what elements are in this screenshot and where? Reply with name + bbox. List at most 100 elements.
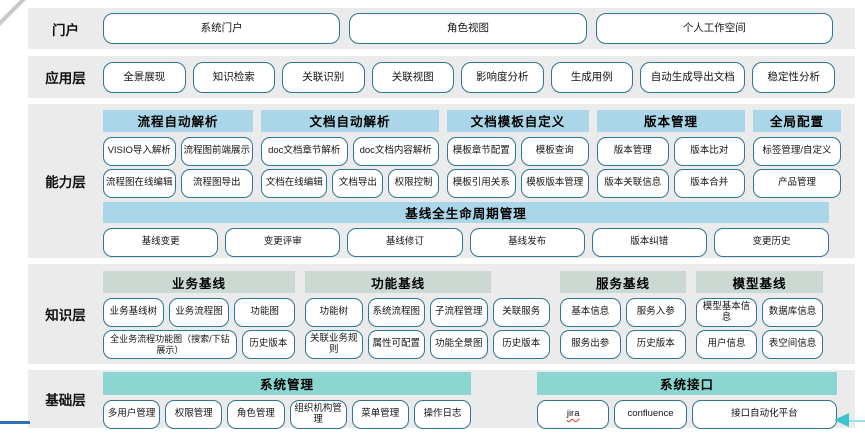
module-box: doc文档章节解析 bbox=[261, 136, 348, 166]
module-row: 全景展现知识检索关联识别关联视图影响度分析生成用例自动生成导出文档稳定性分析 bbox=[103, 61, 841, 93]
group: 版本管理版本管理版本比对版本关联信息版本合并 bbox=[597, 109, 745, 198]
module-box: 基线修订 bbox=[347, 227, 463, 257]
layer-band-application: 应用层 全景展现知识检索关联识别关联视图影响度分析生成用例自动生成导出文档稳定性分… bbox=[28, 56, 855, 98]
module-row: 基线变更变更评审基线修订基线发布版本纠错变更历史 bbox=[103, 227, 830, 257]
module-box: 流程图在线编辑 bbox=[103, 168, 176, 198]
group-header: 基线全生命周期管理 bbox=[103, 201, 829, 223]
module-box: doc文档内容解析 bbox=[352, 136, 439, 166]
module-box: confluence bbox=[614, 400, 687, 429]
module-box: 模板查询 bbox=[520, 136, 589, 166]
module-box: 标签管理/自定义 bbox=[753, 136, 841, 166]
module-box: 子流程管理 bbox=[430, 298, 488, 327]
module-box: 版本纠错 bbox=[591, 227, 707, 257]
module-box: 基线发布 bbox=[469, 227, 585, 257]
module-box: 权限管理 bbox=[165, 400, 223, 429]
module-box: 菜单管理 bbox=[351, 400, 409, 429]
group: 流程自动解析 VISIO导入解析流程图前端展示流程图在线编辑流程图导出 bbox=[103, 109, 253, 198]
module-row: 系统门户角色视图个人工作空间 bbox=[103, 13, 841, 44]
module-box: 产品管理 bbox=[753, 168, 841, 198]
module-box: 模板引用关系 bbox=[447, 168, 516, 198]
layer-content: 业务基线业务基线树业务流程图功能图全业务流程功能图（搜索/下钻展示）历史版本功能… bbox=[103, 264, 855, 364]
module-row: 多用户管理权限管理角色管理组织机构管理菜单管理操作日志 bbox=[103, 400, 472, 429]
layer-content: 全景展现知识检索关联识别关联视图影响度分析生成用例自动生成导出文档稳定性分析 bbox=[103, 56, 855, 98]
module-box: 历史版本 bbox=[241, 330, 295, 359]
module-row: 功能树系统流程图子流程管理关联服务 bbox=[305, 298, 550, 327]
module-box: 稳定性分析 bbox=[752, 61, 835, 93]
module-row: 关联业务规则属性可配置功能全景图历史版本 bbox=[305, 330, 550, 359]
module-box: 流程图前端展示 bbox=[180, 136, 253, 166]
group: 系统管理多用户管理权限管理角色管理组织机构管理菜单管理操作日志 bbox=[103, 372, 472, 429]
module-row: 模型基本信息数据库信息 bbox=[696, 298, 823, 327]
group: 文档模板自定义模板章节配置模板查询模板引用关系模板版本管理 bbox=[447, 109, 589, 198]
group-header: 系统管理 bbox=[103, 372, 471, 395]
module-box: 角色管理 bbox=[227, 400, 285, 429]
module-box: 用户信息 bbox=[696, 330, 757, 359]
module-row: 版本关联信息版本合并 bbox=[597, 168, 745, 198]
module-box: 服务入参 bbox=[625, 298, 686, 327]
layer-band-portal: 门户 系统门户角色视图个人工作空间 bbox=[28, 8, 855, 49]
group: 模型基线模型基本信息数据库信息用户信息表空间信息 bbox=[696, 271, 823, 359]
module-box: 全景展现 bbox=[103, 61, 186, 93]
group-header: 业务基线 bbox=[103, 271, 295, 293]
module-row: VISIO导入解析流程图前端展示 bbox=[103, 136, 253, 166]
module-box: 服务出参 bbox=[560, 330, 621, 359]
module-box: 流程图导出 bbox=[180, 168, 253, 198]
module-box: 版本管理 bbox=[597, 136, 669, 166]
module-box: 变更历史 bbox=[713, 227, 830, 257]
module-row: 模板引用关系模板版本管理 bbox=[447, 168, 589, 198]
module-box: 版本比对 bbox=[673, 136, 745, 166]
bottom-left-line bbox=[0, 421, 30, 424]
module-box: 版本合并 bbox=[673, 168, 745, 198]
module-box: 权限控制 bbox=[388, 168, 440, 198]
module-row: 标签管理/自定义 bbox=[753, 136, 841, 166]
module-row: 模板章节配置模板查询 bbox=[447, 136, 589, 166]
layer-label: 应用层 bbox=[45, 71, 86, 86]
module-box: 版本关联信息 bbox=[597, 168, 669, 198]
group: 服务基线基本信息服务入参服务出参历史版本 bbox=[560, 271, 686, 359]
layer-label: 门户 bbox=[52, 22, 79, 38]
group-header: 版本管理 bbox=[597, 109, 745, 132]
layer-label: 基础层 bbox=[45, 393, 86, 408]
module-box: 知识检索 bbox=[192, 61, 275, 93]
layer-band-foundation: 基础层 系统管理多用户管理权限管理角色管理组织机构管理菜单管理操作日志 系统接口 ji… bbox=[28, 370, 855, 429]
module-box: 业务流程图 bbox=[168, 298, 230, 327]
module-row: 产品管理 bbox=[753, 168, 841, 198]
group-header: 流程自动解析 bbox=[103, 109, 253, 132]
module-row: 流程图在线编辑流程图导出 bbox=[103, 168, 253, 198]
module-box: 文档导出 bbox=[332, 168, 384, 198]
layer-band-knowledge: 知识层业务基线业务基线树业务流程图功能图全业务流程功能图（搜索/下钻展示）历史版… bbox=[28, 264, 855, 364]
module-box: 关联识别 bbox=[282, 61, 365, 93]
module-box: 历史版本 bbox=[492, 330, 550, 359]
module-box: 模板章节配置 bbox=[447, 136, 516, 166]
module-row: 服务出参历史版本 bbox=[560, 330, 686, 359]
module-box: 表空间信息 bbox=[762, 330, 823, 359]
module-row: 基本信息服务入参 bbox=[560, 298, 686, 327]
module-row: 用户信息表空间信息 bbox=[696, 330, 823, 359]
corner-ribbon bbox=[0, 0, 29, 30]
module-row: 版本管理版本比对 bbox=[597, 136, 745, 166]
group-header: 服务基线 bbox=[560, 271, 686, 293]
module-box: 功能图 bbox=[234, 298, 296, 327]
module-row: 文档在线编辑文档导出权限控制 bbox=[261, 168, 440, 198]
group-row: 业务基线业务基线树业务流程图功能图全业务流程功能图（搜索/下钻展示）历史版本功能… bbox=[103, 271, 841, 359]
group-header: 系统接口 bbox=[537, 372, 837, 395]
layer-label: 知识层 bbox=[45, 308, 86, 323]
module-box: 历史版本 bbox=[625, 330, 686, 359]
module-box: 模型基本信息 bbox=[696, 298, 757, 327]
layer-label: 能力层 bbox=[45, 175, 86, 190]
module-box: 基线变更 bbox=[103, 227, 219, 257]
module-box: 个人工作空间 bbox=[595, 13, 833, 44]
module-box: 系统门户 bbox=[103, 13, 341, 44]
group: 功能基线功能树系统流程图子流程管理关联服务关联业务规则属性可配置功能全景图历史版… bbox=[305, 271, 550, 359]
module-box: 接口自动化平台 bbox=[691, 400, 837, 429]
module-box: 模板版本管理 bbox=[520, 168, 589, 198]
module-box: 功能全景图 bbox=[430, 330, 488, 359]
module-box: 业务基线树 bbox=[103, 298, 164, 327]
module-box: 系统流程图 bbox=[367, 298, 425, 327]
